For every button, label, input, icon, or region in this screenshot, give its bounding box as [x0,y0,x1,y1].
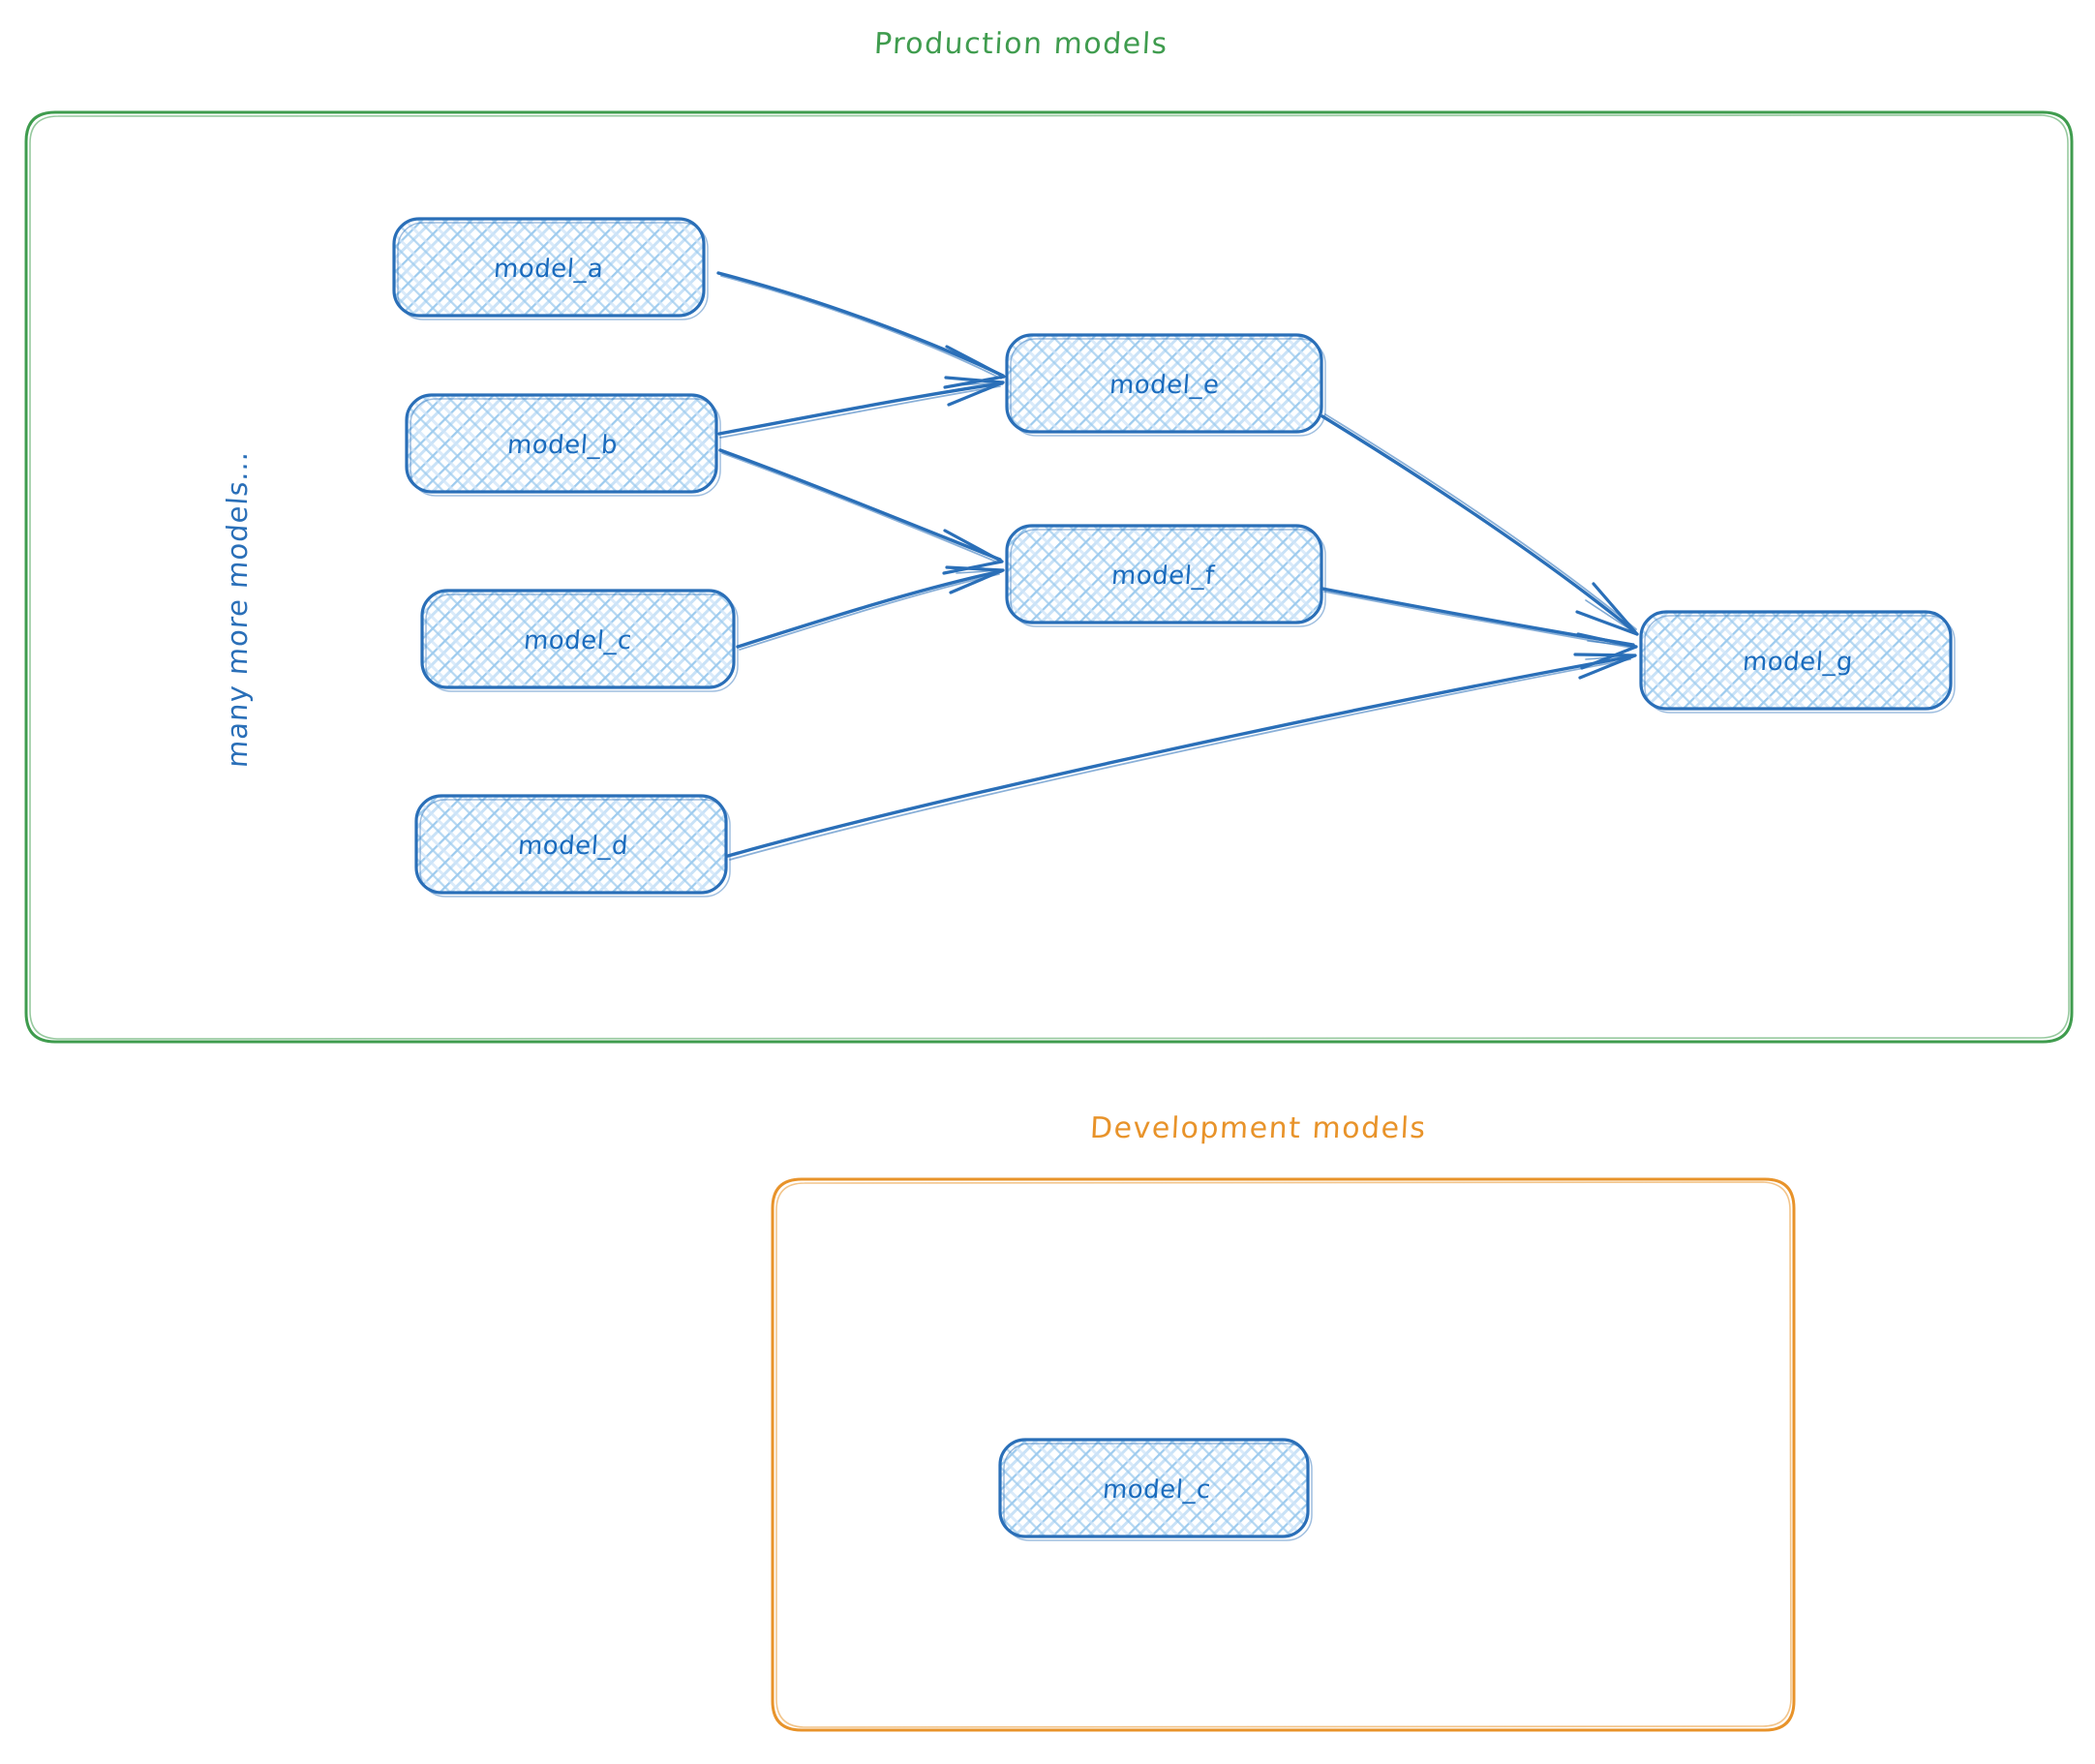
node-dev-model-c[interactable] [998,1438,1313,1541]
many-more-models-note: many more models... [221,449,254,769]
node-model-f[interactable] [1005,524,1326,627]
development-container [771,1177,1796,1732]
node-model-e[interactable] [1005,333,1326,437]
node-model-c[interactable] [420,589,739,692]
node-hit-model-f[interactable] [1007,526,1321,623]
node-model-g[interactable] [1639,610,1956,714]
node-model-d[interactable] [414,794,731,897]
edges-layer [716,271,1639,861]
node-model-a[interactable] [392,217,709,320]
edge-model-d-to-model-g [726,653,1637,861]
node-hit-model-g[interactable] [1641,612,1951,709]
edge-model-b-to-model-e [717,376,1005,439]
node-hit-model-e[interactable] [1007,335,1321,432]
edge-model-b-to-model-f [718,448,1004,575]
node-hit-model-c[interactable] [422,591,734,687]
node-hit-model-b[interactable] [407,395,716,492]
edge-model-a-to-model-e [716,271,1006,389]
edge-model-e-to-model-g [1321,413,1639,636]
development-group-title: Development models [1089,1111,1428,1145]
node-hit-model-a[interactable] [394,219,704,316]
edge-model-c-to-model-f [736,565,1005,651]
production-container [24,110,2074,1044]
production-group-title: Production models [873,27,1169,61]
node-hit-dev-model-c[interactable] [1000,1440,1308,1536]
node-model-b[interactable] [405,393,721,497]
node-hit-model-d[interactable] [416,796,726,893]
